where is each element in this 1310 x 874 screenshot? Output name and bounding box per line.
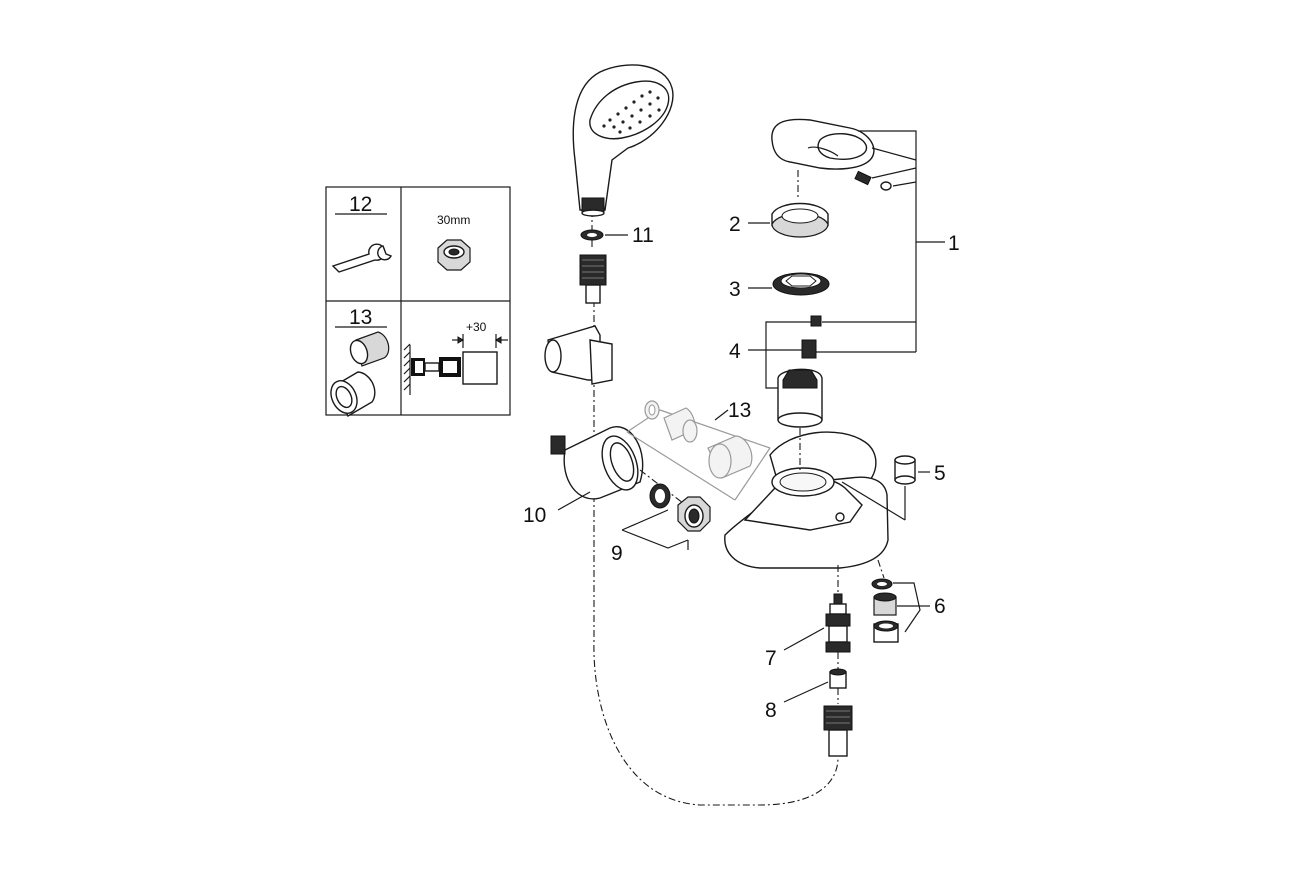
callout-9: 9 [611,542,623,565]
callout-10: 10 [523,504,546,527]
legend-spec-plus30: +30 [466,320,487,334]
extension-dimension-icon [403,334,508,395]
screw-cap [880,181,892,191]
hose-nut [579,254,607,304]
hex-nut-icon [437,239,471,271]
diverter-7 [825,593,851,653]
aerator-washer-6 [871,578,893,590]
hose-nut-bottom [823,705,853,757]
insert-8 [829,668,847,689]
callout-8: 8 [765,699,777,722]
legend-number-12: 12 [349,193,372,216]
spray-face-icon [602,90,661,134]
extension-13-washer [644,400,660,420]
callout-2: 2 [729,213,741,236]
grub-screw [854,170,872,186]
callout-5: 5 [934,462,946,485]
cover-sleeve-2 [771,202,829,238]
extension-13-sleeve [663,407,753,479]
legend-box: 12 30mm 13 +30 [325,186,511,417]
callout-3: 3 [729,278,741,301]
wall-holder [544,325,613,385]
aerator-housing-6 [873,620,899,643]
eccentric-fitting-9 [649,483,671,509]
callout-11: 11 [632,224,654,247]
callout-7: 7 [765,647,777,670]
callout-13: 13 [728,399,751,422]
aerator-insert-6 [873,592,897,616]
mixer-body [724,431,906,569]
hand-shower [572,64,674,217]
adapter-4 [801,339,817,359]
cover-cap-5 [894,455,916,485]
callout-6: 6 [934,595,946,618]
wall-connector-10 [550,426,644,500]
legend-spec-30mm: 30mm [437,213,470,227]
cartridge-4 [777,368,823,428]
union-nut-9 [677,496,711,532]
callout-1: 1 [948,232,960,255]
hose-route-line [593,300,839,806]
screw-4 [810,315,822,327]
lever-handle [771,118,875,170]
legend-number-13: 13 [349,306,372,329]
callout-4: 4 [729,340,741,363]
washer-11 [580,229,604,241]
extension-piece-icon [330,331,390,417]
wrench-icon [331,243,392,273]
threaded-ring-3 [772,272,830,296]
